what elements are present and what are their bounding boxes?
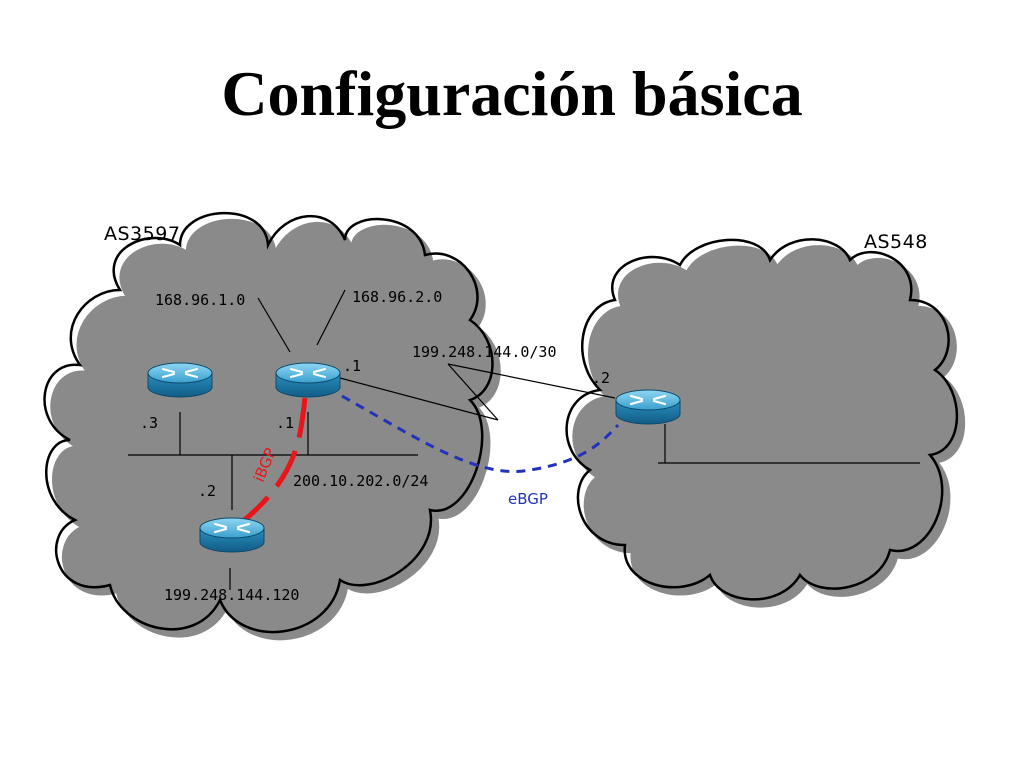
link-to-r1 — [339, 377, 499, 421]
lan-label: 200.10.202.0/24 — [293, 472, 428, 490]
r1-lower-id: .1 — [276, 414, 294, 432]
host-label: 199.248.144.120 — [164, 586, 299, 604]
page-title: Configuración básica — [221, 58, 803, 129]
cloud-as3597-shadow — [50, 218, 501, 641]
ebgp-label: eBGP — [508, 490, 548, 508]
net2-label: 168.96.2.0 — [352, 288, 442, 306]
r3-id: .3 — [140, 414, 158, 432]
r1-upper-id: .1 — [343, 357, 361, 375]
cloud-as3597-outline — [43, 211, 494, 634]
cloud-as548 — [565, 238, 966, 608]
cloud-as548-shadow — [572, 245, 966, 608]
as548-label: AS548 — [864, 231, 928, 253]
net1-label: 168.96.1.0 — [155, 291, 245, 309]
link-to-rext — [447, 363, 616, 399]
network-links — [128, 289, 920, 590]
link-label: 199.248.144.0/30 — [412, 343, 557, 361]
router-icon-r1[interactable] — [274, 361, 342, 399]
ebgp-session — [341, 394, 620, 473]
net1-link — [257, 297, 291, 353]
as3597-label: AS3597 — [104, 223, 180, 245]
rext-id: .2 — [592, 369, 610, 387]
router-icon-r2[interactable] — [198, 516, 266, 554]
net2-link — [316, 289, 346, 346]
cloud-as3597 — [43, 211, 501, 641]
router-icon-rext[interactable] — [614, 388, 682, 426]
cloud-as548-outline — [565, 238, 959, 601]
ibgp-session — [230, 397, 308, 532]
router-icon-r3[interactable] — [146, 361, 214, 399]
r2-id: .2 — [198, 482, 216, 500]
link-callout-1 — [447, 363, 499, 421]
